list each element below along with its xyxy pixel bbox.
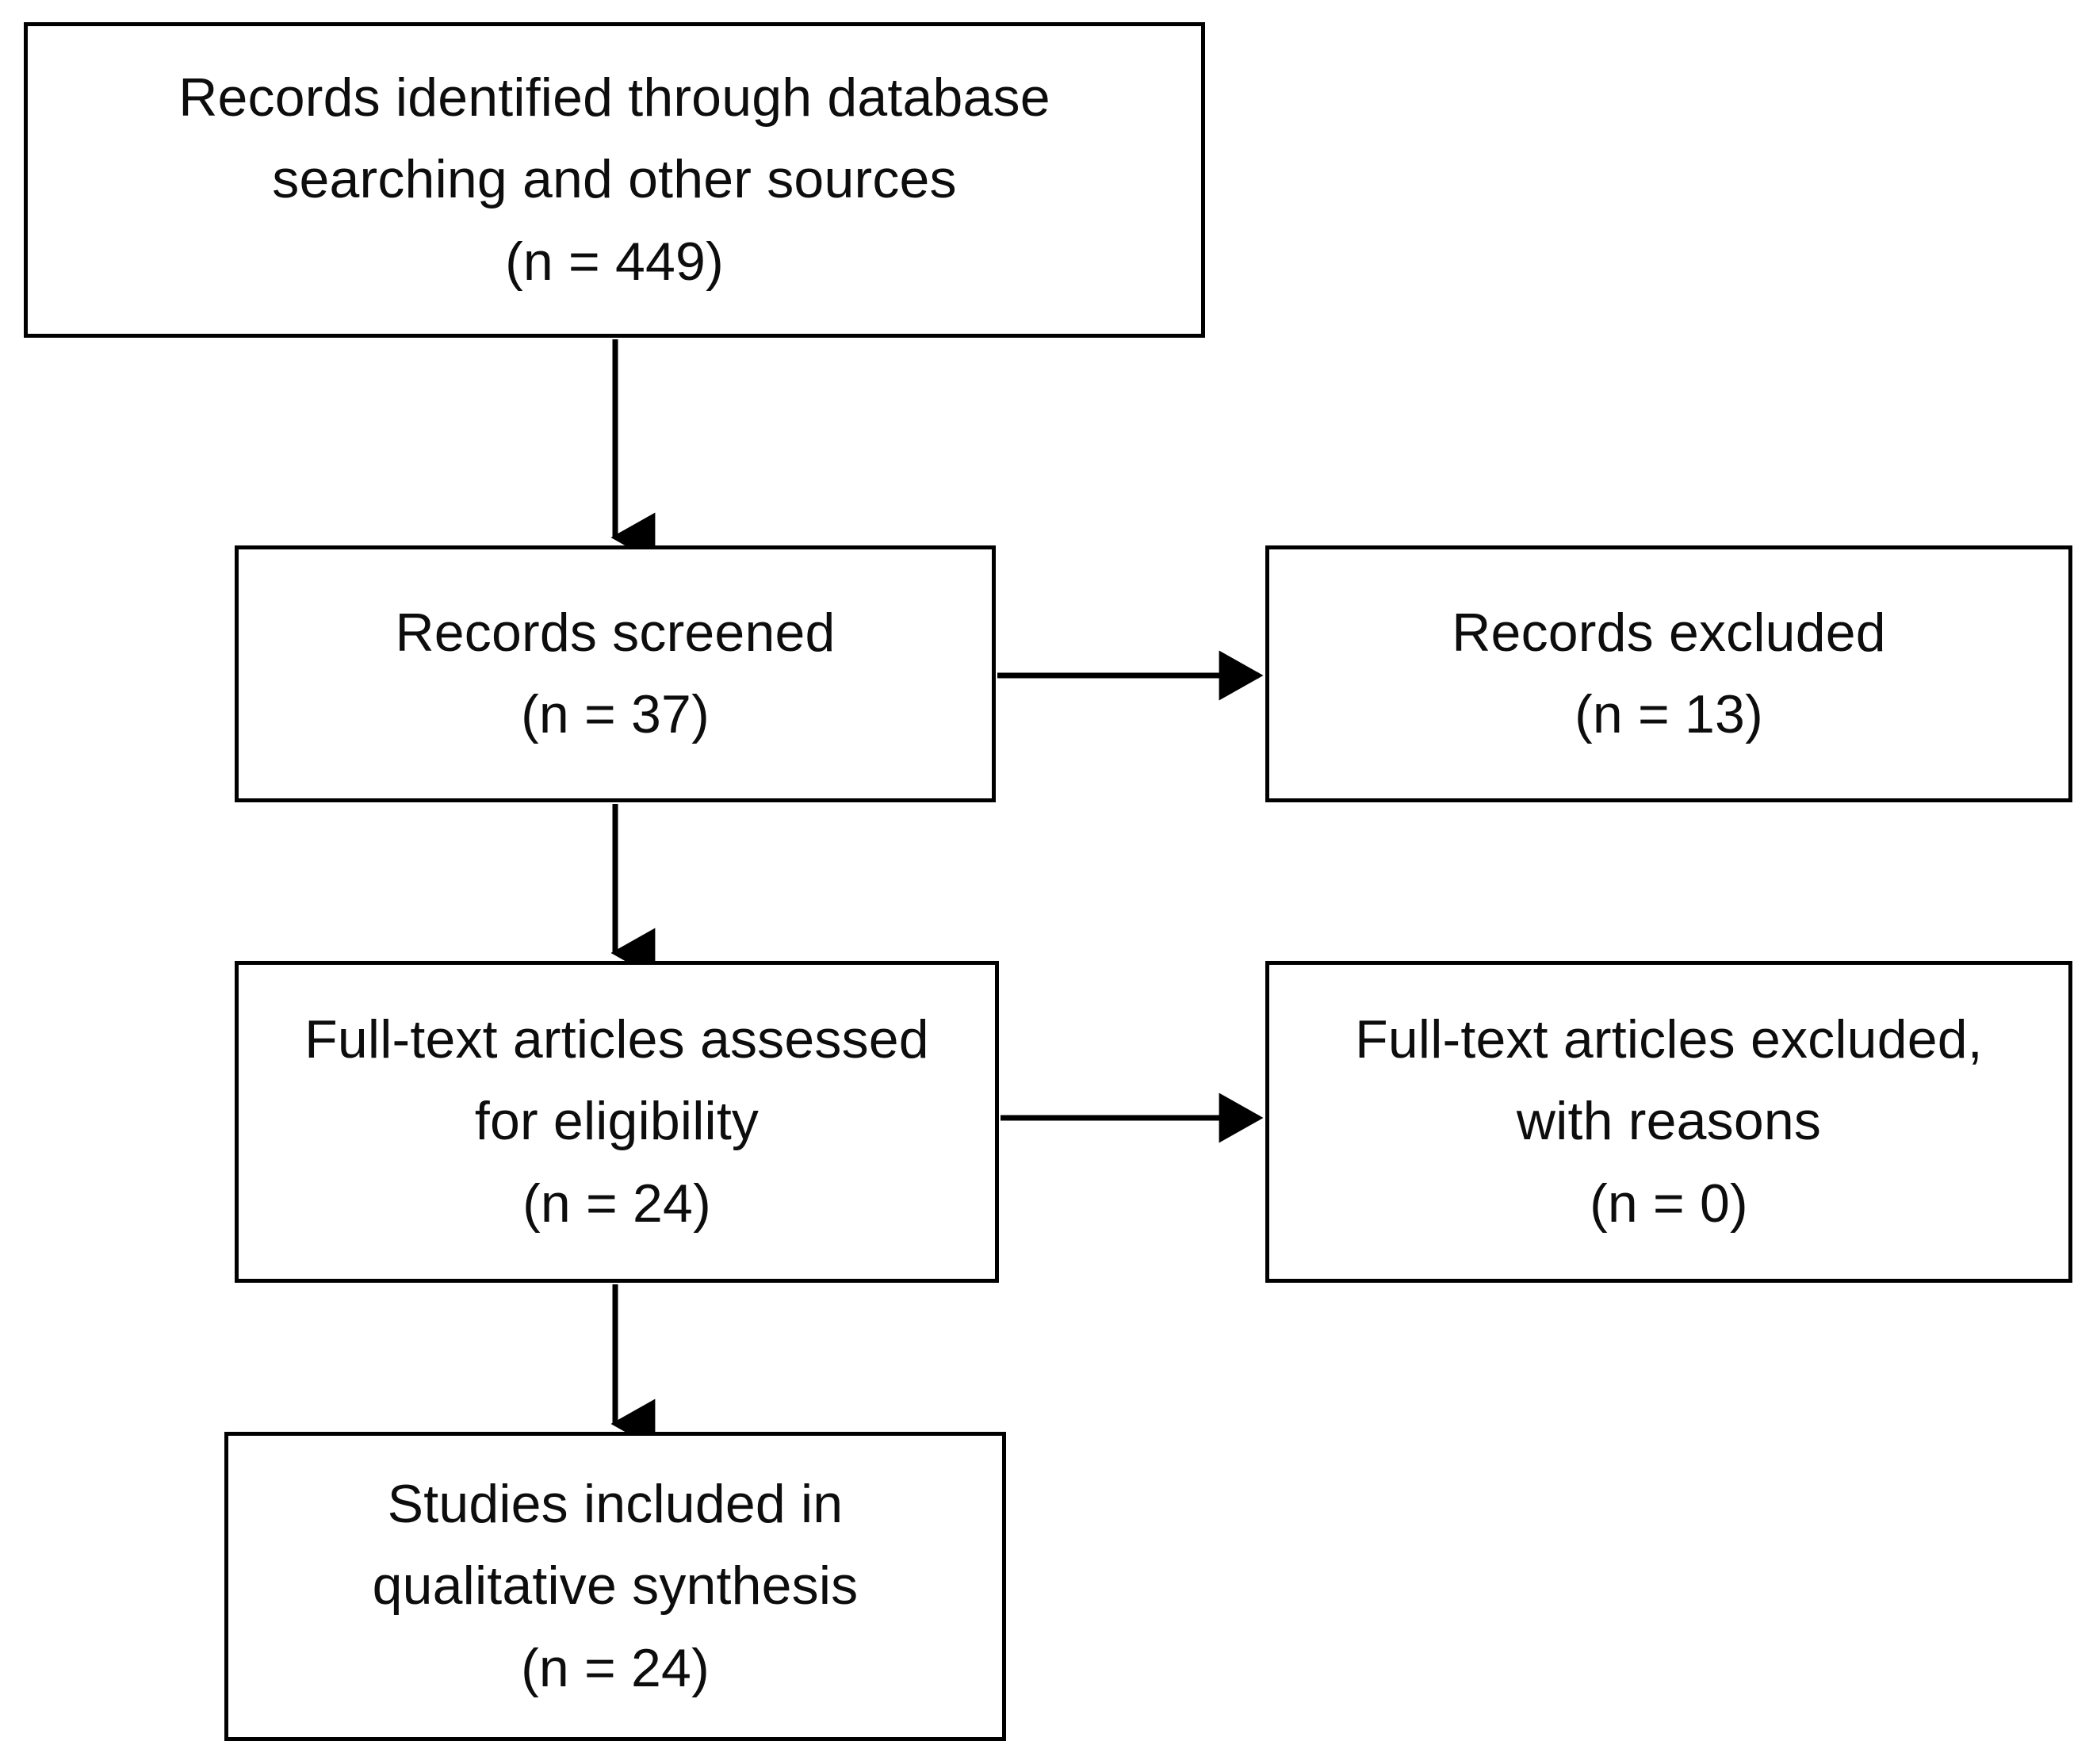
box-records-screened-count: (n = 37) xyxy=(521,684,710,744)
box-records-identified: Records identified through database sear… xyxy=(24,22,1205,338)
box-records-excluded-count: (n = 13) xyxy=(1575,684,1763,744)
box-studies-included-line-1: Studies included in xyxy=(387,1473,844,1534)
box-fulltext-assessed-line-2: for eligibility xyxy=(474,1091,760,1152)
box-records-excluded-line-1: Records excluded xyxy=(1452,602,1886,663)
box-records-identified-count: (n = 449) xyxy=(505,231,724,292)
box-fulltext-assessed: Full-text articles assessed for eligibil… xyxy=(235,961,999,1283)
box-fulltext-excluded-line-2: with reasons xyxy=(1516,1091,1822,1152)
box-fulltext-assessed-count: (n = 24) xyxy=(522,1173,711,1234)
box-studies-included-line-2: qualitative synthesis xyxy=(372,1555,859,1617)
box-records-screened-line-1: Records screened xyxy=(395,602,836,663)
box-records-screened: Records screened (n = 37) xyxy=(235,545,996,802)
box-studies-included: Studies included in qualitative synthesi… xyxy=(224,1432,1006,1741)
box-fulltext-excluded-count: (n = 0) xyxy=(1590,1173,1748,1234)
box-records-excluded: Records excluded (n = 13) xyxy=(1265,545,2072,802)
box-fulltext-excluded: Full-text articles excluded, with reason… xyxy=(1265,961,2072,1283)
box-studies-included-count: (n = 24) xyxy=(521,1637,710,1698)
box-fulltext-excluded-line-1: Full-text articles excluded, xyxy=(1355,1008,1983,1069)
box-records-identified-line-2: searching and other sources xyxy=(272,149,957,210)
box-records-identified-line-1: Records identified through database xyxy=(178,67,1050,128)
box-fulltext-assessed-line-1: Full-text articles assessed xyxy=(304,1008,929,1069)
